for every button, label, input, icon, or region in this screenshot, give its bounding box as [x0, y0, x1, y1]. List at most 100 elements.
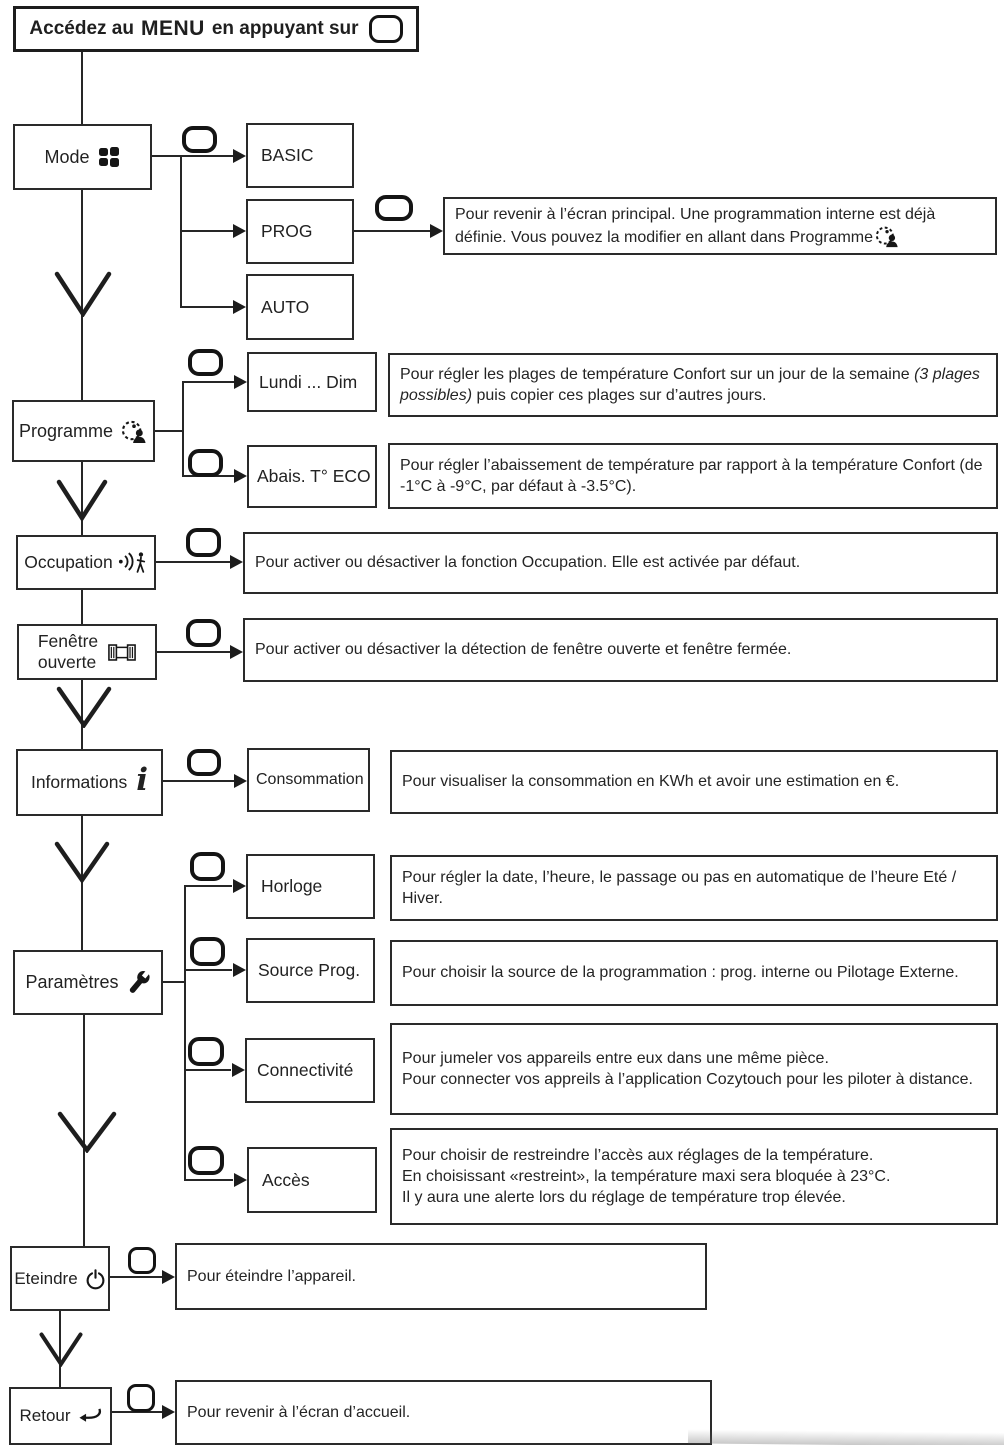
connector-line	[182, 381, 234, 383]
connector-line	[354, 230, 430, 232]
connector-line	[157, 651, 230, 653]
connector-line	[184, 1069, 231, 1071]
arrow-head	[232, 1063, 245, 1077]
ok-button-icon	[188, 449, 223, 477]
connector-line	[163, 780, 234, 782]
open-window-icon	[108, 643, 137, 661]
ok-button-icon	[368, 15, 403, 43]
connector-line	[180, 156, 182, 308]
ok-button-icon	[188, 1146, 224, 1175]
chevron-down-icon	[54, 841, 110, 883]
ok-button-icon	[186, 528, 221, 557]
desc-prog: Pour revenir à l’écran principal. Une pr…	[443, 197, 997, 255]
desc-horloge-text: Pour régler la date, l’heure, le passage…	[402, 868, 957, 907]
option-basic-label: BASIC	[261, 145, 314, 165]
menu-access-text-pre: Accédez au	[29, 18, 134, 39]
desc-acces-line1: Pour choisir de restreindre l’accès aux …	[402, 1146, 874, 1164]
connector-line	[83, 1015, 85, 1246]
arrow-head	[430, 224, 443, 238]
info-icon: i	[136, 762, 149, 798]
option-prog-label: PROG	[261, 221, 313, 241]
node-parametres: Paramètres	[13, 950, 163, 1015]
option-prog: PROG	[246, 199, 354, 264]
node-eteindre: Eteindre	[10, 1246, 110, 1311]
desc-connectivite-line2: Pour connecter vos appreils à l’applicat…	[402, 1071, 973, 1088]
desc-lundi-italic: (3 plages possibles)	[400, 365, 980, 404]
desc-retour-text: Pour revenir à l’écran d’accueil.	[187, 1404, 411, 1421]
menu-access-text-post: en appuyant sur	[211, 18, 359, 39]
occupancy-sensor-icon	[118, 552, 145, 573]
connector-line	[81, 816, 83, 950]
chevron-down-icon	[56, 686, 112, 728]
connector-line	[184, 886, 186, 1180]
desc-horloge: Pour régler la date, l’heure, le passage…	[390, 855, 998, 921]
fenetre-label-line1: Fenêtre	[37, 631, 99, 652]
option-source-prog-label: Source Prog.	[258, 960, 361, 980]
connector-line	[81, 590, 83, 624]
arrow-head	[233, 300, 246, 314]
parametres-label: Paramètres	[25, 972, 119, 992]
menu-access-text-menu: MENU	[140, 17, 205, 40]
arrow-head	[233, 224, 246, 238]
desc-connectivite-line1: Pour jumeler vos appareils entre eux dan…	[402, 1049, 829, 1067]
programme-label: Programme	[18, 420, 114, 441]
arrow-head	[234, 774, 247, 788]
connector-line	[184, 969, 232, 971]
ok-button-icon	[188, 349, 223, 376]
programme-clock-icon	[121, 420, 146, 443]
desc-occupation-text: Pour activer ou désactiver la fonction O…	[255, 554, 801, 572]
desc-retour: Pour revenir à l’écran d’accueil.	[175, 1380, 712, 1445]
desc-lundi-text-end: puis copier ces plages sur d’autres jour…	[472, 387, 767, 404]
arrow-head	[162, 1270, 175, 1284]
option-connectivite: Connectivité	[245, 1038, 375, 1103]
node-fenetre-ouverte: Fenêtre ouverte	[17, 624, 157, 680]
option-horloge-label: Horloge	[261, 876, 323, 896]
fenetre-label: Fenêtre ouverte	[38, 631, 98, 672]
option-connectivite-label: Connectivité	[257, 1060, 354, 1080]
option-lundi-dim: Lundi ... Dim	[247, 352, 377, 412]
desc-occupation: Pour activer ou désactiver la fonction O…	[243, 532, 998, 594]
option-acces-label: Accès	[262, 1169, 310, 1190]
connector-line	[59, 1311, 61, 1387]
node-mode: Mode	[13, 124, 152, 190]
chevron-down-icon	[54, 271, 112, 317]
desc-acces-line3: Il y aura une alerte lors du réglage de …	[402, 1189, 846, 1207]
option-auto: AUTO	[246, 274, 354, 340]
connector-line	[81, 190, 83, 400]
desc-fenetre-ouverte: Pour activer ou désactiver la détection …	[243, 618, 998, 682]
ok-button-icon	[186, 619, 221, 647]
fenetre-label-line2: ouverte	[37, 652, 97, 672]
arrow-head	[233, 963, 246, 977]
connector-line	[110, 1276, 162, 1278]
option-basic: BASIC	[246, 123, 354, 188]
retour-label: Retour	[19, 1406, 71, 1425]
chevron-down-icon	[57, 1111, 117, 1153]
desc-eteindre-text: Pour éteindre l’appareil.	[187, 1267, 356, 1285]
arrow-head	[234, 1173, 247, 1187]
option-abais-t-eco: Abais. T° ECO	[247, 445, 377, 508]
desc-consommation-text: Pour visualiser la consommation en KWh e…	[402, 773, 900, 791]
arrow-head	[233, 879, 246, 893]
connector-line	[184, 1179, 233, 1181]
chevron-down-icon	[56, 479, 108, 521]
arrow-head	[234, 375, 247, 389]
arrow-head	[234, 469, 247, 483]
return-arrow-icon	[78, 1408, 101, 1422]
connector-line	[163, 981, 184, 983]
occupation-label: Occupation	[24, 552, 113, 572]
ok-button-icon	[182, 126, 217, 153]
arrow-head	[162, 1405, 175, 1419]
desc-lundi-text: Pour régler les plages de température Co…	[400, 365, 915, 383]
page-edge-shadow	[687, 1429, 1004, 1445]
node-retour: Retour	[9, 1387, 112, 1445]
ok-button-icon	[190, 937, 225, 966]
eteindre-label: Eteindre	[14, 1268, 78, 1288]
ok-button-icon	[187, 749, 221, 776]
desc-source-prog: Pour choisir la source de la programmati…	[390, 940, 998, 1006]
programme-clock-icon	[875, 226, 898, 248]
option-source-prog: Source Prog.	[246, 938, 375, 1003]
connector-line	[180, 230, 233, 232]
node-programme: Programme	[12, 400, 155, 462]
option-lundi-dim-label: Lundi ... Dim	[259, 371, 358, 392]
